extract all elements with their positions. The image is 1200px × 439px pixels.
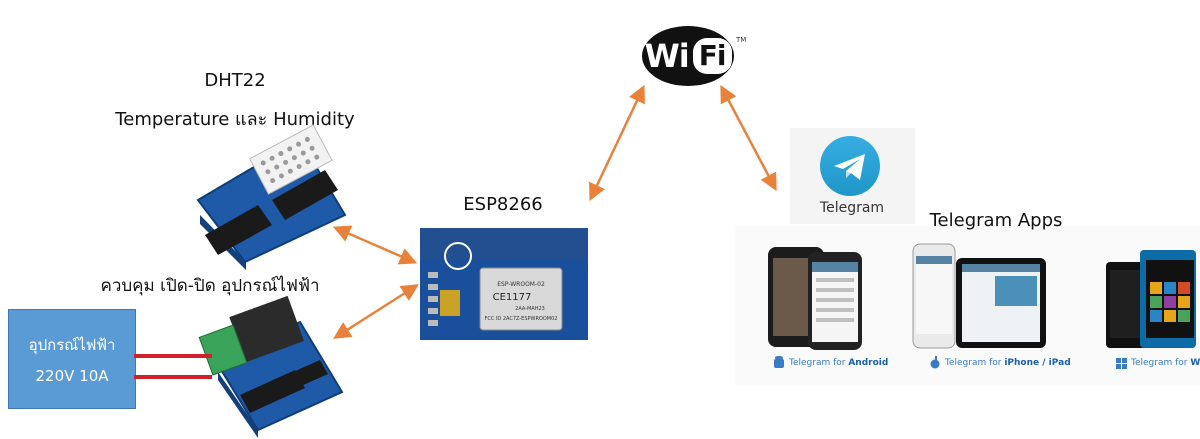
appliance-box: อุปกรณ์ไฟฟ้า 220V 10A [8,309,136,409]
dht-title: DHT22 [204,70,266,91]
platform-iphone-name: iPhone / iPad [1004,358,1071,368]
wifi-trademark: TM [736,36,747,44]
wifi-logo-fi: Fi [692,38,732,74]
platform-android-prefix: Telegram for [789,358,849,368]
arrow-esp-wifi [589,84,645,202]
telegram-apps-title: Telegram Apps [929,210,1063,231]
paper-plane-icon [834,154,865,180]
platform-wp-prefix: Telegram for [1131,358,1191,368]
relay-board [198,295,344,438]
wifi-logo-wi: Wi [644,37,690,75]
arrow-wifi-telegram [720,84,777,192]
arrow-dht-esp [332,225,418,265]
esp-chip-id: FCC ID 2AC7Z-ESPWROOM02 [484,316,557,322]
appliance-rating: 220V 10A [35,367,109,385]
arrow-relay-esp [333,284,419,339]
dht22-board [196,124,347,270]
appliance-label: อุปกรณ์ไฟฟ้า [28,336,116,354]
esp-title: ESP8266 [463,194,543,215]
dht-subtitle: Temperature และ Humidity [115,109,355,130]
esp-chip-ce: CE1177 [493,292,532,303]
platform-iphone: Telegram for iPhone / iPad [945,358,1071,368]
esp-chip-fcc: 2AA-MAH23 [515,306,545,312]
platform-android: Telegram for Android [789,358,888,368]
platform-wp-name: WP [1190,358,1200,368]
esp-chip-model: ESP-WROOM-02 [497,281,545,288]
platform-wp: Telegram for WP [1131,358,1200,368]
platform-iphone-prefix: Telegram for [945,358,1005,368]
wifi-logo: Wi Fi [642,26,734,86]
platform-android-name: Android [848,358,889,368]
esp8266-board: ESP-WROOM-02 CE1177 2AA-MAH23 FCC ID 2AC… [420,228,588,340]
relay-caption: ควบคุม เปิด-ปิด อุปกรณ์ไฟฟ้า [100,276,320,296]
telegram-icon [820,136,880,196]
telegram-icon-label: Telegram [819,200,885,216]
